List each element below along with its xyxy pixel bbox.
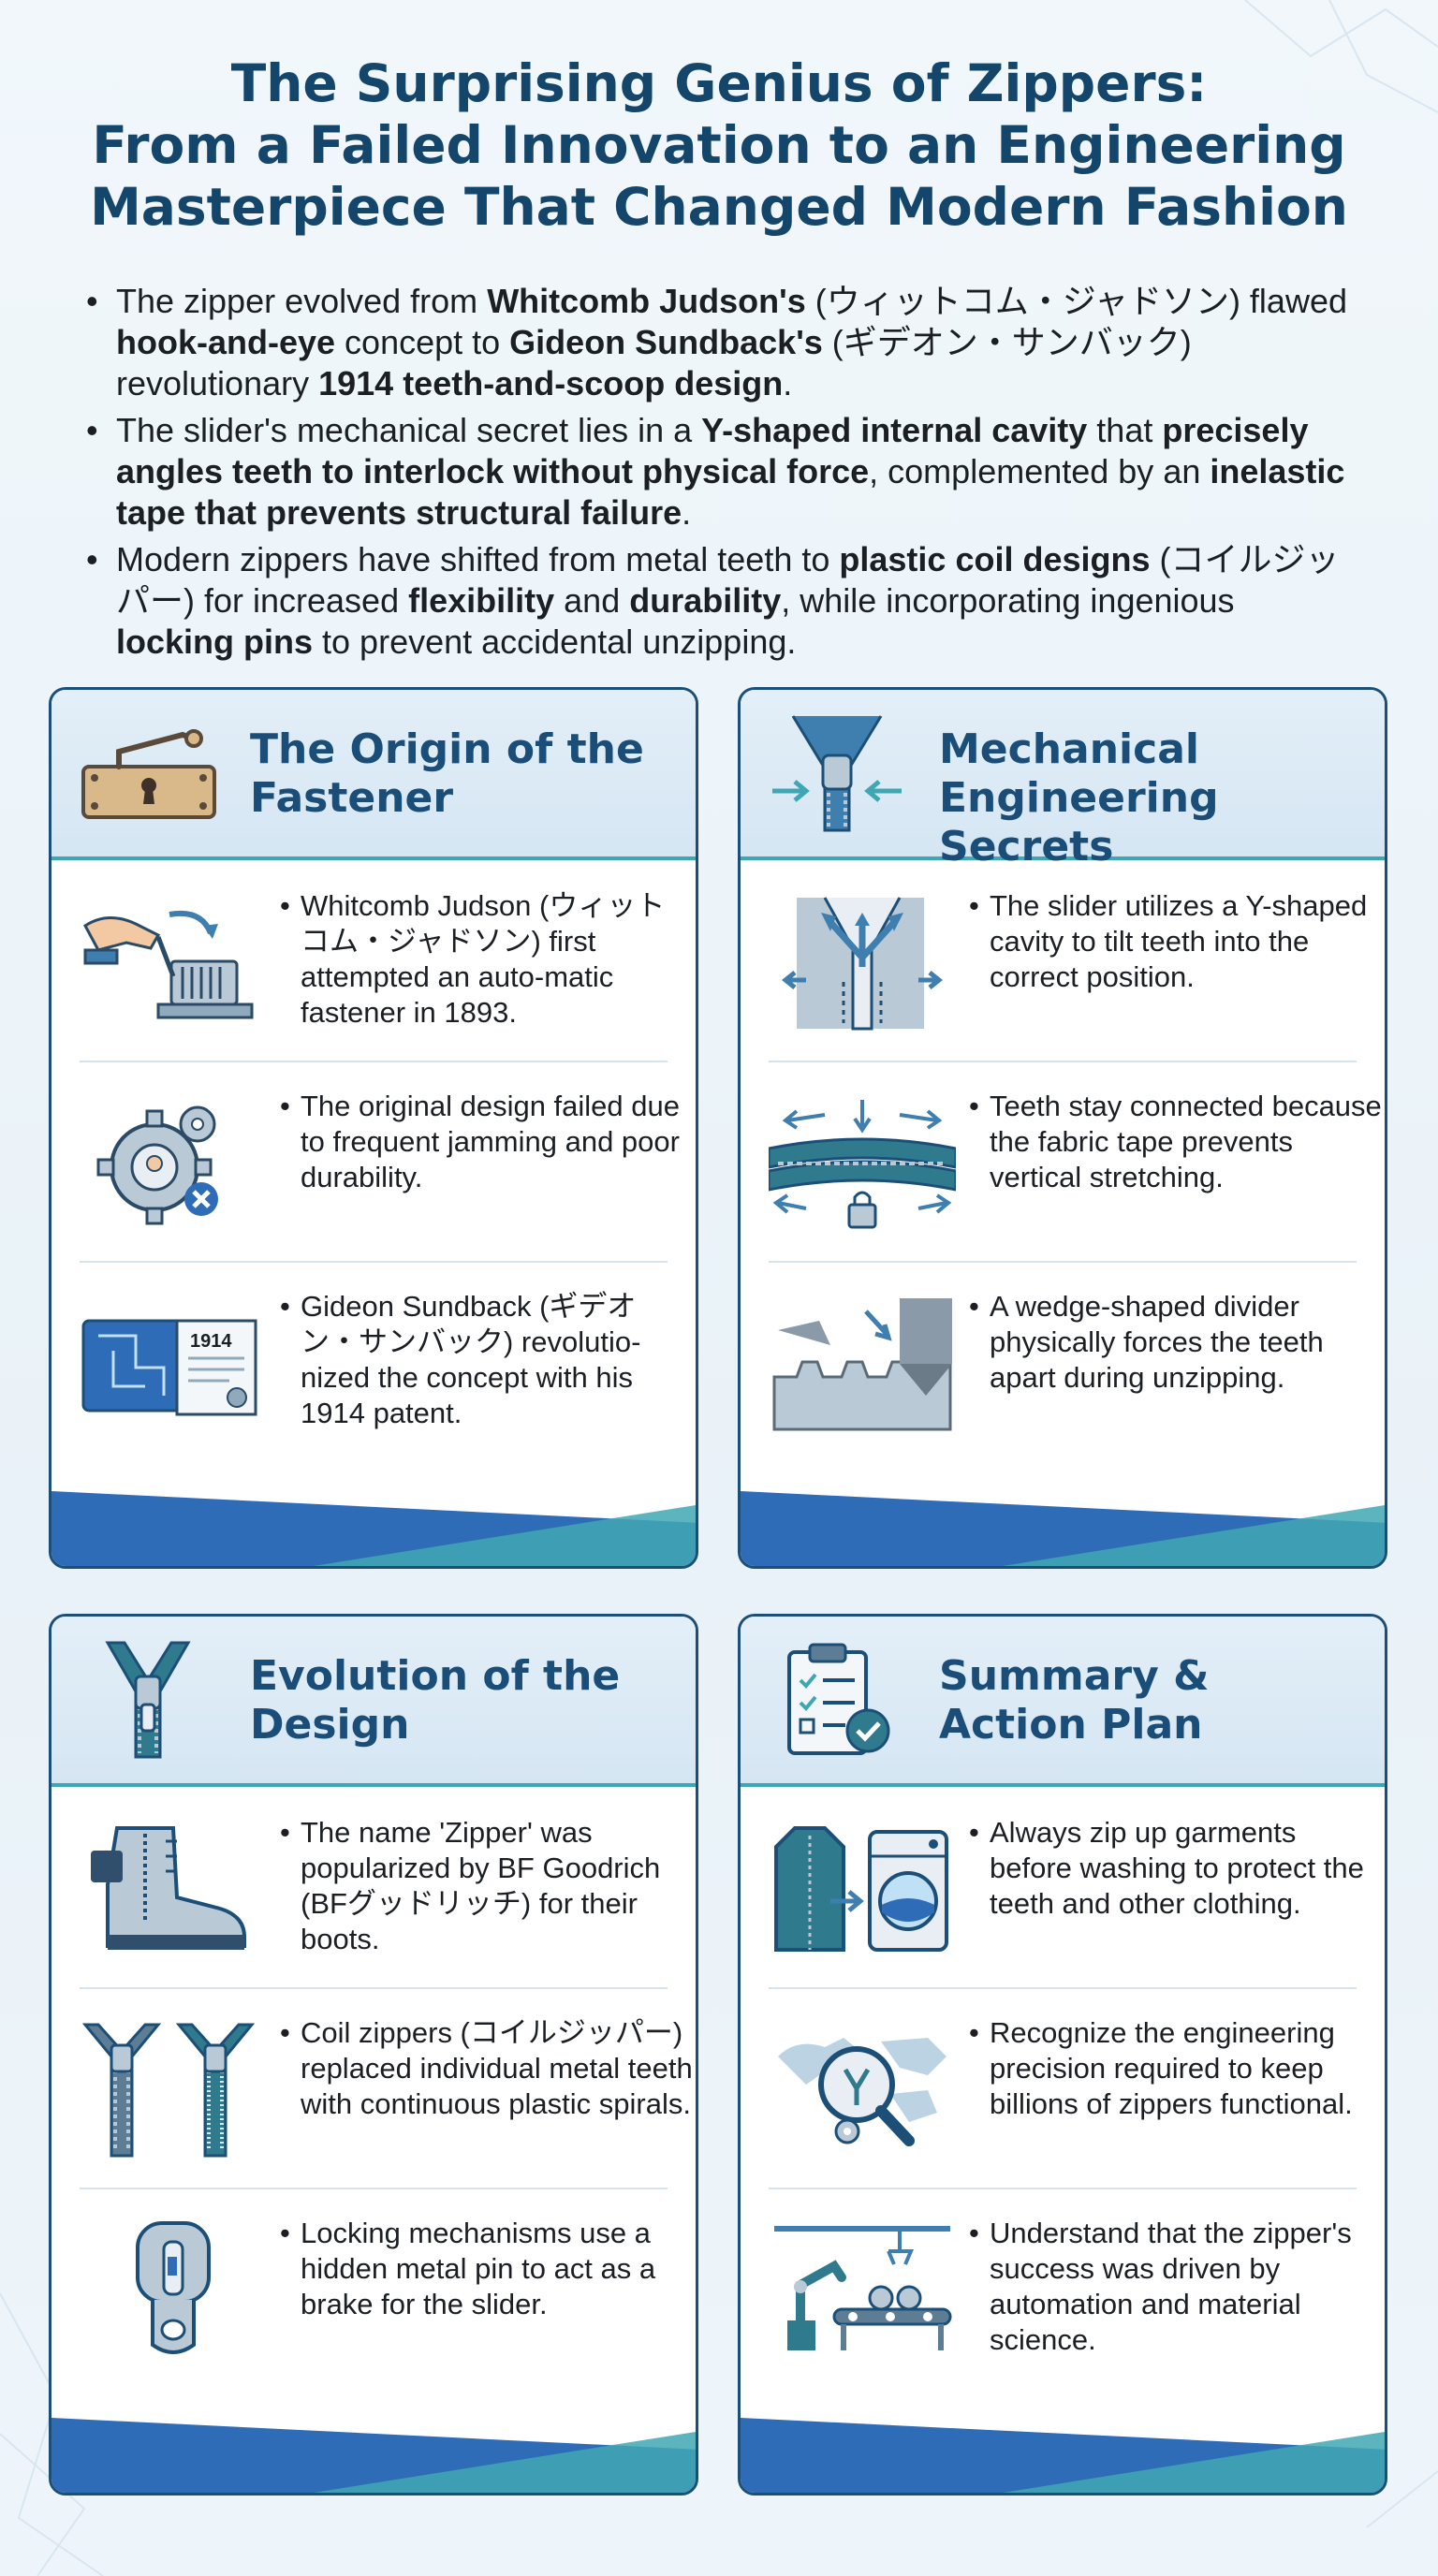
- summary-bullet: Modern zippers have shifted from metal t…: [86, 539, 1359, 663]
- summary-bullets: The zipper evolved from Whitcomb Judson'…: [86, 281, 1359, 668]
- card-heading: Mechanical Engineering Secrets: [939, 725, 1219, 871]
- item-text: Always zip up garments before washing to…: [969, 1815, 1383, 1922]
- bullet-text: that: [1087, 411, 1163, 449]
- list-item: The name 'Zipper' was popularized by BF …: [80, 1787, 668, 1989]
- list-item: Always zip up garments before washing to…: [769, 1787, 1364, 1989]
- bullet-text: concept to: [335, 323, 510, 361]
- gear-failure-icon: [96, 1105, 218, 1225]
- card-footer-wave: [51, 2418, 696, 2493]
- item-text: Locking mechanisms use a hidden metal pi…: [280, 2216, 694, 2322]
- card-heading: The Origin of the Fastener: [250, 725, 644, 822]
- card-origin-of-fastener: The Origin of the Fastener Whitcomb Juds…: [49, 687, 698, 1569]
- bullet-bold: inelastic tape that prevents structural …: [116, 452, 1345, 532]
- globe-magnifier-icon: [778, 2038, 946, 2146]
- card-header: The Origin of the Fastener: [51, 690, 696, 860]
- list-item: The slider utilizes a Y-shaped cavity to…: [769, 860, 1367, 1062]
- bullet-bold: 1914 teeth-and-scoop design: [318, 364, 784, 402]
- item-text: The name 'Zipper' was popularized by BF …: [280, 1815, 694, 1957]
- bullet-bold: precisely angles teeth to interlock with…: [116, 411, 1309, 490]
- bullet-bold: plastic coil designs: [839, 540, 1151, 578]
- bullet-text: .: [682, 493, 692, 532]
- item-text: Recognize the engineering precision requ…: [969, 2015, 1383, 2122]
- title-line-1: The Surprising Genius of Zippers:: [230, 53, 1208, 113]
- card-header: Mechanical Engineering Secrets: [741, 690, 1385, 871]
- item-text: Teeth stay connected because the fabric …: [969, 1089, 1383, 1195]
- bullet-text: The zipper evolved from: [116, 282, 488, 320]
- bullet-text: to prevent accidental unzipping.: [313, 622, 797, 661]
- bullet-text: The slider's mechanical secret lies in a: [116, 411, 702, 449]
- bullet-text: (ウィットコム・ジャドソン) flawed: [805, 282, 1347, 320]
- bullet-text: and: [554, 581, 630, 620]
- coil-zipper-icon: [81, 2023, 256, 2158]
- bullet-bold: locking pins: [116, 622, 314, 661]
- list-item: Recognize the engineering precision requ…: [769, 1987, 1357, 2189]
- bullet-text: , complemented by an: [869, 452, 1211, 490]
- bullet-text: , while incorporating ingenious: [781, 581, 1235, 620]
- factory-robot-icon: [774, 2226, 952, 2350]
- hand-crank-machine-icon: [83, 911, 254, 1019]
- card-header: Summary & Action Plan: [741, 1617, 1385, 1787]
- item-text: Gideon Sundback (ギデオン・サンバック) revolutio-n…: [280, 1289, 694, 1431]
- wedge-divider-icon: [772, 1298, 952, 1431]
- list-item: Understand that the zipper's success was…: [769, 2188, 1357, 2388]
- title-line-3: Masterpiece That Changed Modern Fashion: [90, 177, 1348, 237]
- card-summary-action-plan: Summary & Action Plan Always zip up garm…: [738, 1614, 1387, 2496]
- tape-lock-icon: [769, 1100, 956, 1229]
- antique-lock-icon: [81, 729, 216, 819]
- item-text: The slider utilizes a Y-shaped cavity to…: [969, 888, 1383, 995]
- zipper-icon: [105, 1641, 191, 1759]
- bullet-bold: Whitcomb Judson's: [487, 282, 806, 320]
- bullet-bold: Gideon Sundback's: [509, 323, 823, 361]
- summary-bullet: The slider's mechanical secret lies in a…: [86, 410, 1359, 534]
- card-footer-wave: [741, 2418, 1385, 2493]
- bullet-bold: flexibility: [408, 581, 555, 620]
- bullet-text: (コイルジッパー) for increased: [116, 540, 1340, 620]
- list-item: 1914 Gideon Sundback (ギデオン・サンバック) revolu…: [80, 1261, 668, 1461]
- list-item: The original design failed due to freque…: [80, 1061, 680, 1263]
- card-evolution-of-design: Evolution of the Design The name 'Zipper…: [49, 1614, 698, 2496]
- list-item: Locking mechanisms use a hidden metal pi…: [80, 2188, 668, 2388]
- bullet-text: Modern zippers have shifted from metal t…: [116, 540, 840, 578]
- item-text: Understand that the zipper's success was…: [969, 2216, 1383, 2358]
- bullet-text: .: [783, 364, 793, 402]
- zipper-slider-icon: [772, 715, 902, 832]
- bullet-bold: durability: [629, 581, 782, 620]
- jacket-washer-icon: [774, 1826, 948, 1952]
- page-title: The Surprising Genius of Zippers: From a…: [37, 52, 1401, 238]
- card-footer-wave: [51, 1491, 696, 1566]
- card-header: Evolution of the Design: [51, 1617, 696, 1787]
- patent-year-label: 1914: [190, 1331, 232, 1352]
- card-footer-wave: [741, 1491, 1385, 1566]
- bullet-bold: hook-and-eye: [116, 323, 336, 361]
- list-item: A wedge-shaped divider physically forces…: [769, 1261, 1357, 1461]
- bullet-bold: Y-shaped internal cavity: [701, 411, 1088, 449]
- blueprint-patent-icon: 1914: [81, 1319, 257, 1416]
- list-item: Coil zippers (コイルジッパー) replaced individu…: [80, 1987, 693, 2189]
- bullet-text: (ギデオン・サンバック) revolutionary: [116, 323, 1192, 402]
- item-text: The original design failed due to freque…: [280, 1089, 694, 1195]
- item-text: A wedge-shaped divider physically forces…: [969, 1289, 1383, 1396]
- locking-slider-icon: [136, 2221, 211, 2354]
- checklist-clipboard-icon: [787, 1643, 890, 1755]
- y-cavity-icon: [781, 897, 944, 1031]
- card-heading: Evolution of the Design: [250, 1652, 621, 1749]
- item-text: Whitcomb Judson (ウィットコム・ジャドソン) first att…: [280, 888, 694, 1031]
- card-heading: Summary & Action Plan: [939, 1652, 1210, 1749]
- boot-icon: [91, 1826, 246, 1950]
- summary-bullet: The zipper evolved from Whitcomb Judson'…: [86, 281, 1359, 404]
- card-mechanical-engineering-secrets: Mechanical Engineering Secrets The slide…: [738, 687, 1387, 1569]
- list-item: Teeth stay connected because the fabric …: [769, 1061, 1382, 1263]
- title-line-2: From a Failed Innovation to an Engineeri…: [92, 115, 1346, 175]
- item-text: Coil zippers (コイルジッパー) replaced individu…: [280, 2015, 694, 2122]
- list-item: Whitcomb Judson (ウィットコム・ジャドソン) first att…: [80, 860, 668, 1062]
